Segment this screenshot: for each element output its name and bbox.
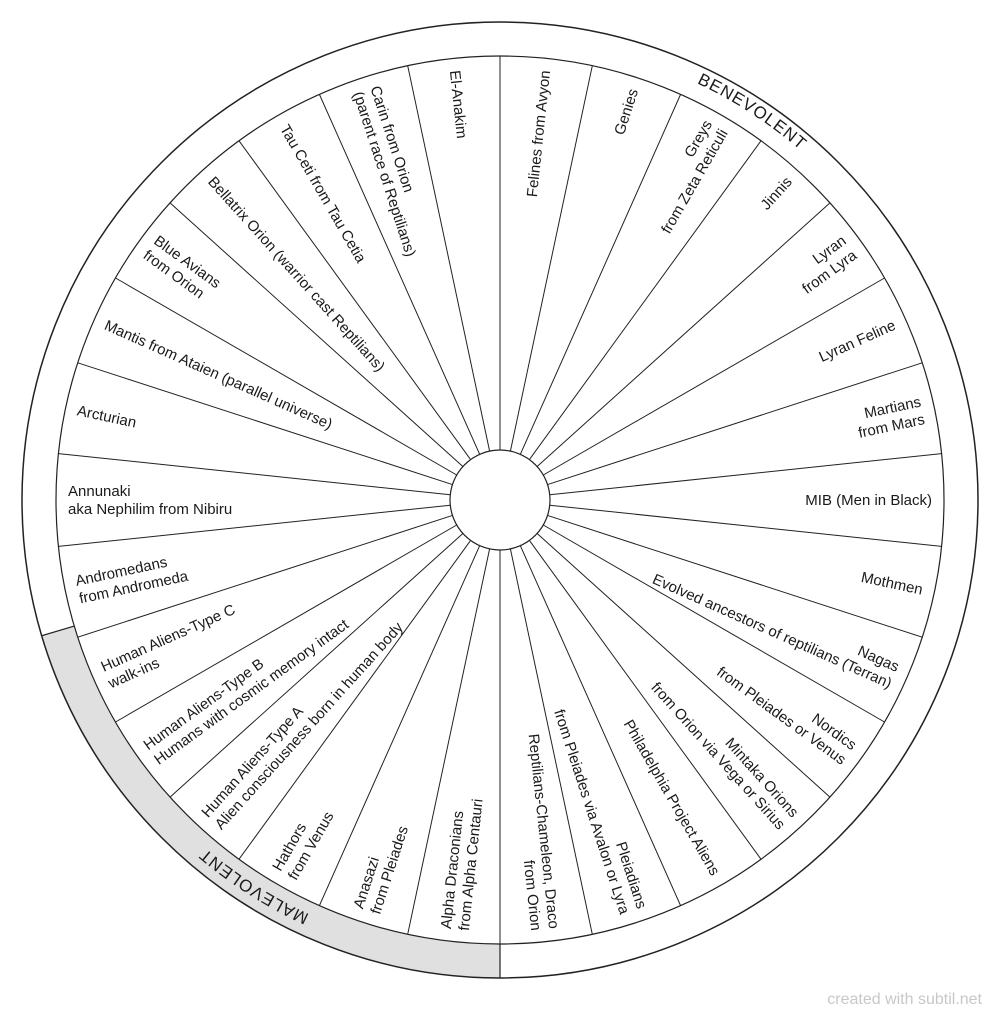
- segment-label-1: Genies: [611, 87, 642, 137]
- segment-label-line: El-Anakim: [446, 70, 470, 140]
- segment-label-3: Jinnis: [757, 174, 795, 214]
- segment-label-line: MIB (Men in Black): [805, 492, 932, 509]
- spoke-line: [519, 545, 682, 906]
- segment-label-5: Lyran Feline: [816, 317, 898, 366]
- spoke-line: [58, 453, 451, 496]
- segment-label-line: Human Aliens-Type C: [98, 601, 238, 676]
- spoke-line: [115, 524, 457, 723]
- spokes: [58, 56, 942, 944]
- spoke-line: [77, 514, 453, 638]
- spoke-line: [543, 524, 885, 723]
- segment-label-line: Mothmen: [860, 569, 925, 599]
- segment-label-29: El-Anakim: [446, 70, 470, 140]
- spoke-line: [77, 362, 453, 486]
- segment-label-line: Genies: [611, 87, 642, 137]
- segment-label-7: MIB (Men in Black): [805, 492, 932, 509]
- spoke-line: [536, 533, 831, 798]
- spoke-line: [536, 202, 831, 467]
- segment-label-line: Arcturian: [76, 402, 138, 431]
- spoke-line: [528, 140, 762, 460]
- spoke-line: [407, 65, 491, 452]
- spoke-line: [509, 548, 593, 935]
- spoke-line: [169, 533, 464, 798]
- spoke-line: [318, 94, 481, 455]
- spoke-line: [549, 453, 942, 496]
- segment-label-line: Evolved ancestors of reptilians (Terran): [650, 571, 895, 692]
- segment-label-8: Mothmen: [860, 569, 925, 599]
- segment-label-0: Felines from Avyon: [524, 70, 554, 198]
- spoke-line: [519, 94, 682, 455]
- segment-label-line: Annunaki: [68, 483, 131, 500]
- segment-label-line: Jinnis: [757, 174, 795, 214]
- segment-label-line: aka Nephilim from Nibiru: [68, 501, 232, 518]
- zone-divider-left: [41, 625, 75, 637]
- segment-label-28: Carin from Orion(parent race of Reptilia…: [349, 84, 419, 259]
- segment-label-line: from Pleiades via Avalon or Lyra: [550, 707, 633, 917]
- spoke-line: [238, 540, 472, 860]
- spoke-line: [318, 545, 481, 906]
- spoke-line: [58, 504, 451, 547]
- segment-label-27: Tau Ceti from Tau Cetia: [276, 122, 369, 267]
- segment-label-line: Tau Ceti from Tau Cetia: [276, 122, 369, 267]
- spoke-line: [543, 277, 885, 476]
- segment-label-line: Felines from Avyon: [524, 70, 554, 198]
- malevolent-band: [41, 626, 500, 978]
- spoke-line: [547, 362, 923, 486]
- spoke-line: [169, 202, 464, 467]
- spoke-line: [407, 548, 491, 935]
- spoke-line: [238, 140, 472, 460]
- spoke-line: [547, 514, 923, 638]
- segment-label-23: Arcturian: [76, 402, 138, 431]
- segment-label-line: Lyran Feline: [816, 317, 898, 366]
- spoke-line: [549, 504, 942, 547]
- spoke-line: [509, 65, 593, 452]
- spoke-line: [528, 540, 762, 860]
- credit-text: created with subtil.net: [827, 991, 982, 1008]
- spoke-line: [115, 277, 457, 476]
- center-hub: [449, 449, 551, 551]
